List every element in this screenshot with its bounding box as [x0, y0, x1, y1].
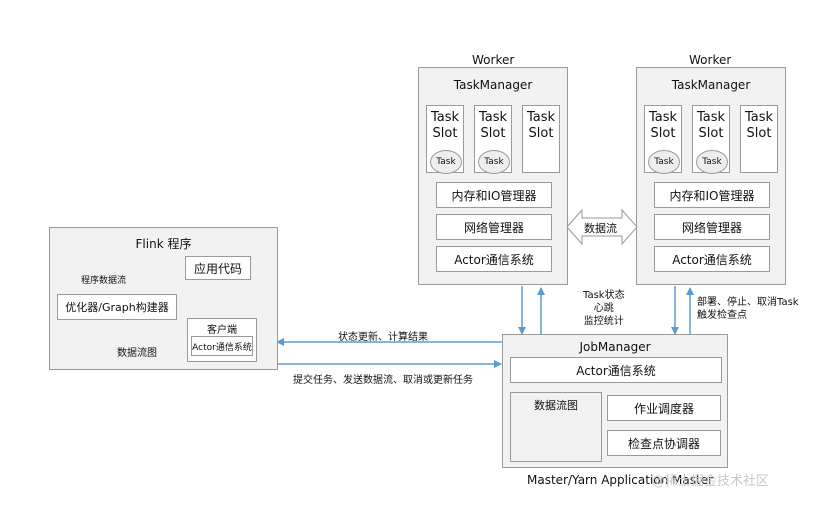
worker-left-label: Worker [472, 53, 515, 67]
task-slot: Task Slot Task [426, 105, 464, 174]
task-node: Task [430, 150, 462, 174]
task-slot-label: Task Slot [744, 110, 774, 141]
taskmanager-right: TaskManager Task Slot Task Task Slot Tas… [636, 67, 786, 285]
task-node: Task [648, 150, 680, 174]
deploy-labels: 部署、停止、取消Task 触发检查点 [697, 296, 799, 322]
network-manager: 网络管理器 [436, 214, 552, 240]
taskmanager-right-title: TaskManager [671, 78, 751, 92]
jobmanager-title: JobManager [579, 340, 651, 354]
deploy-label: 部署、停止、取消Task [697, 297, 799, 308]
memory-io-manager: 内存和IO管理器 [654, 182, 770, 208]
optimizer-box: 优化器/Graph构建器 [57, 294, 177, 320]
client-title: 客户端 [207, 325, 237, 336]
tm-monitor-label: 监控统计 [583, 316, 624, 327]
app-code-box: 应用代码 [185, 256, 251, 280]
task-node: Task [696, 150, 728, 174]
flink-program-panel: Flink 程序 程序数据流 应用代码 优化器/Graph构建器 数据流图 客户… [49, 227, 278, 370]
job-scheduler: 作业调度器 [607, 395, 721, 421]
task-slot-label: Task Slot [478, 110, 508, 141]
jm-dataflow-graph-box: 数据流图 [510, 392, 602, 462]
checkpoint-coordinator: 检查点协调器 [607, 430, 721, 456]
client-actor-system: Actor通信系统 [191, 336, 253, 356]
jm-actor-system: Actor通信系统 [510, 357, 722, 383]
tm-status-labels: Task状态 心跳 监控统计 [583, 289, 625, 328]
client-box: 客户端 Actor通信系统 [187, 318, 257, 362]
watermark: @稀土掘金技术社区 [652, 474, 770, 489]
network-manager: 网络管理器 [654, 214, 770, 240]
dataflow-graph-label: 数据流图 [117, 348, 157, 359]
tm-status-label: Task状态 [583, 290, 625, 301]
master-label: Master/Yarn Application Master [527, 473, 714, 487]
actor-system: Actor通信系统 [436, 246, 552, 272]
task-slot-label: Task Slot [648, 110, 678, 141]
actor-system: Actor通信系统 [654, 246, 770, 272]
dataflow-double-arrow [566, 208, 638, 246]
task-slot-label: Task Slot [430, 110, 460, 141]
tm-heartbeat-label: 心跳 [593, 303, 614, 314]
taskmanager-left: TaskManager Task Slot Task Task Slot Tas… [418, 67, 568, 285]
task-slot: Task Slot [740, 105, 778, 173]
trigger-checkpoint-label: 触发检查点 [697, 310, 747, 321]
flink-program-title: Flink 程序 [135, 237, 192, 251]
taskmanager-left-title: TaskManager [453, 78, 533, 92]
program-dataflow-label: 程序数据流 [81, 276, 127, 286]
task-slot: Task Slot [522, 105, 560, 173]
task-slot-label: Task Slot [526, 110, 556, 141]
dataflow-label: 数据流 [584, 222, 617, 235]
task-slot: Task Slot Task [692, 105, 730, 174]
jm-dataflow-graph-label: 数据流图 [534, 399, 578, 412]
worker-right-label: Worker [689, 53, 732, 67]
submit-label: 提交任务、发送数据流、取消或更新任务 [293, 375, 473, 386]
task-slot-label: Task Slot [696, 110, 726, 141]
jobmanager-panel: JobManager Actor通信系统 数据流图 作业调度器 检查点协调器 [502, 334, 728, 468]
status-update-label: 状态更新、计算结果 [338, 332, 428, 343]
task-node: Task [478, 150, 510, 174]
memory-io-manager: 内存和IO管理器 [436, 182, 552, 208]
task-slot: Task Slot Task [474, 105, 512, 174]
task-slot: Task Slot Task [644, 105, 682, 174]
